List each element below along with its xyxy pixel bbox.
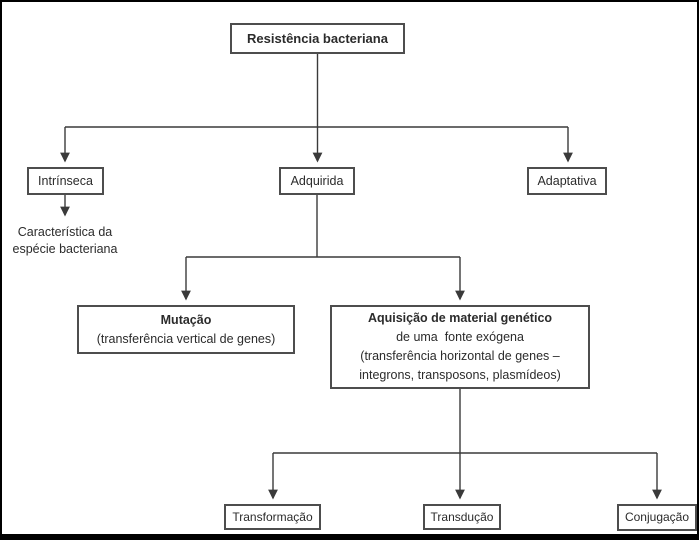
intrinseca-note-line2: espécie bacteriana <box>12 242 118 256</box>
node-conjugacao-label: Conjugação <box>624 510 690 524</box>
node-transformacao-label: Transformação <box>232 509 313 524</box>
node-mutacao: Mutação (transferência vertical de genes… <box>77 305 295 354</box>
node-adaptativa: Adaptativa <box>527 167 607 195</box>
node-intrinseca: Intrínseca <box>27 167 104 195</box>
node-mutacao-subtitle: (transferência vertical de genes) <box>96 331 276 346</box>
node-intrinseca-label: Intrínseca <box>38 173 93 188</box>
node-adquirida-label: Adquirida <box>290 173 344 188</box>
node-transducao-label: Transdução <box>430 509 494 524</box>
node-aquisicao-title: Aquisição de material genético <box>367 311 553 325</box>
node-aquisicao-line3: (transferência horizontal de genes – <box>360 349 560 363</box>
node-resistencia-bacteriana: Resistência bacteriana <box>230 23 405 54</box>
node-aquisicao-line2: de uma fonte exógena <box>396 330 524 344</box>
intrinseca-note: Característica da espécie bacteriana <box>6 224 124 258</box>
node-transformacao: Transformação <box>224 504 321 530</box>
node-aquisicao-line4: integrons, transposons, plasmídeos) <box>359 368 561 382</box>
node-adaptativa-label: Adaptativa <box>537 173 597 188</box>
node-transducao: Transdução <box>423 504 501 530</box>
node-adquirida: Adquirida <box>279 167 355 195</box>
node-resistencia-bacteriana-label: Resistência bacteriana <box>247 31 388 46</box>
node-mutacao-title: Mutação <box>160 312 212 327</box>
node-conjugacao: Conjugação <box>617 504 697 531</box>
intrinseca-note-line1: Característica da <box>17 225 113 239</box>
node-aquisicao: Aquisição de material genético de uma fo… <box>330 305 590 389</box>
